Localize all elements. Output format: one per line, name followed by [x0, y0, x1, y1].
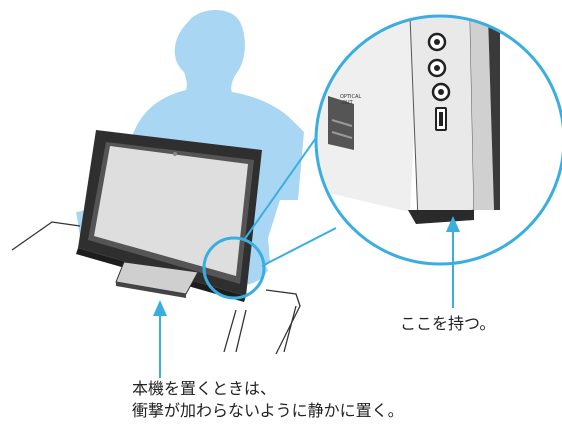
place-gently-callout: 本機を置くときは、 衝撃が加わらないように静かに置く。: [132, 378, 404, 422]
hold-here-callout: ここを持つ。: [400, 314, 496, 333]
table: [11, 221, 301, 355]
arrow-hold-here: [446, 216, 460, 308]
optical-out-label-1: OPTICAL: [340, 94, 361, 100]
zoom-source-circle: [202, 236, 266, 300]
zoom-circle: [314, 14, 562, 266]
optical-out-label-2: OUT: [342, 100, 354, 106]
arrow-place-gently: [153, 300, 167, 378]
place-gently-line-1: 本機を置くときは、: [132, 379, 277, 398]
zoom-detail: OPTICAL OUT: [316, 16, 562, 264]
place-gently-line-2: 衝撃が加わらないように静かに置く。: [132, 401, 404, 420]
monitor: [76, 130, 262, 302]
